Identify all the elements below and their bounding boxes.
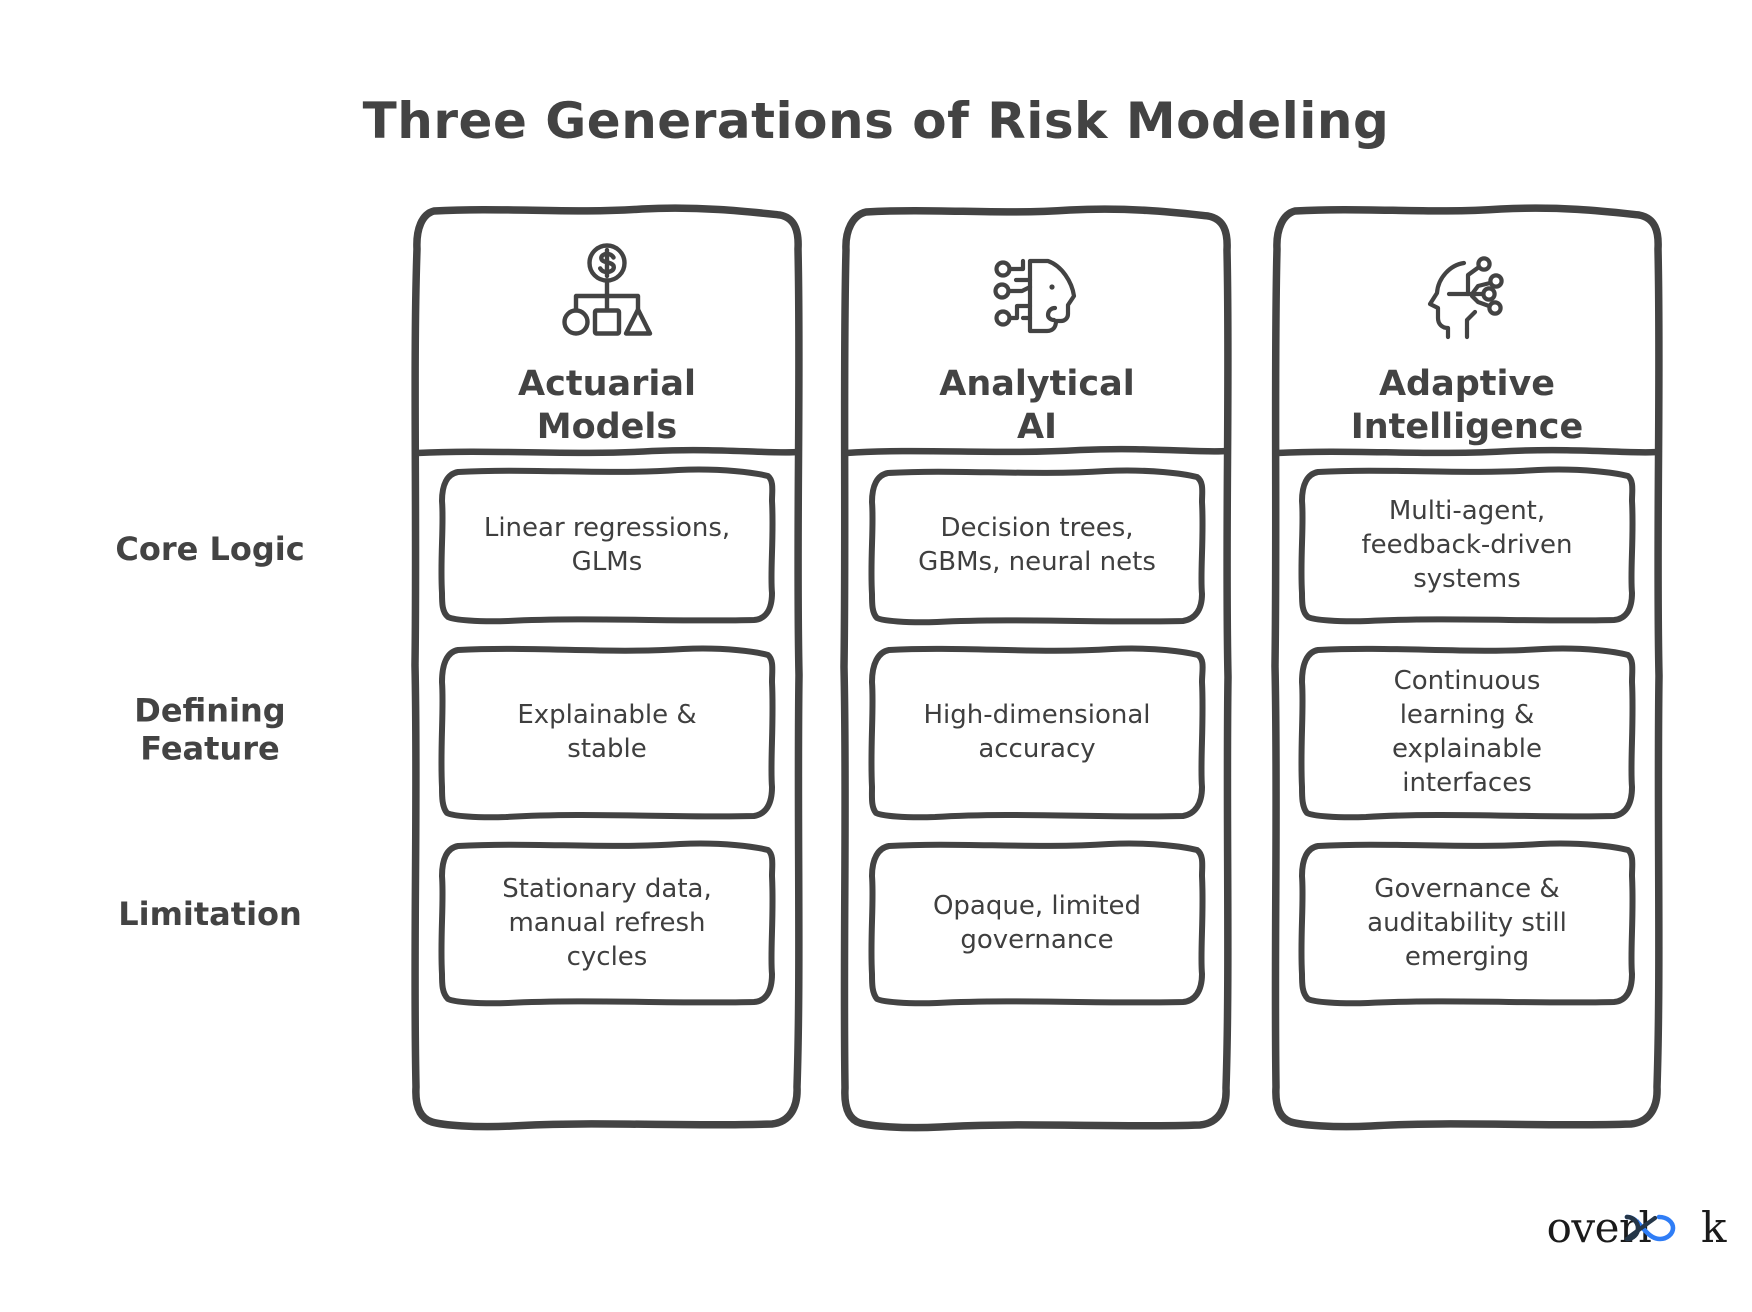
cell-analytical-limitation[interactable]: Opaque, limited governance [868,840,1206,1007]
cell-adaptive-limitation[interactable]: Governance & auditability still emerging [1298,840,1636,1007]
page-title: Three Generations of Risk Modeling [362,92,1390,150]
column-title: Adaptive Intelligence [1350,364,1584,447]
column-title: Analytical AI [939,364,1135,447]
column-header-adaptive-intelligence: Adaptive Intelligence [1272,205,1662,488]
column-header-analytical-ai: Analytical AI [842,205,1232,488]
row-label-defining-feature: Defining Feature [134,691,286,767]
comparison-matrix: Core Logic Defining Feature Limitation [0,204,1752,1155]
cell-text: Linear regressions, GLMs [483,513,731,577]
column-adaptive-intelligence[interactable]: Adaptive Intelligence Multi-agent, feedb… [1271,204,1663,1131]
cell-actuarial-core-logic[interactable]: Linear regressions, GLMs [438,466,776,625]
column-header-actuarial-models: Actuarial Models [412,205,802,488]
cell-text: Continuous learning & explainable interf… [1392,666,1542,798]
circuit-head-profile-icon [983,239,1091,347]
overlook-logo[interactable]: overlook [1536,1198,1727,1258]
cell-adaptive-defining-feature[interactable]: Continuous learning & explainable interf… [1298,645,1636,821]
cell-text: Multi-agent, feedback-driven systems [1361,496,1573,594]
logo-wordmark: overlook [1547,1207,1727,1249]
cell-text: Decision trees, GBMs, neural nets [918,513,1156,577]
logo-text-before: overl [1546,1203,1652,1252]
column-actuarial-models[interactable]: Actuarial Models Linear regressions, GLM… [411,204,803,1131]
cell-analytical-core-logic[interactable]: Decision trees, GBMs, neural nets [868,467,1206,626]
cell-text: Opaque, limited governance [932,891,1142,955]
cell-text: Explainable & stable [517,700,697,764]
logo-text-after: k [1701,1203,1726,1252]
head-neural-network-icon [1413,239,1521,347]
dollar-hierarchy-icon [553,239,661,347]
cell-text: Stationary data, manual refresh cycles [502,874,712,972]
cell-text: High-dimensional accuracy [923,700,1151,764]
cell-actuarial-defining-feature[interactable]: Explainable & stable [438,645,776,821]
row-label-core-logic: Core Logic [115,530,305,569]
cell-analytical-defining-feature[interactable]: High-dimensional accuracy [868,645,1206,821]
cell-adaptive-core-logic[interactable]: Multi-agent, feedback-driven systems [1298,466,1636,625]
row-label-limitation: Limitation [118,895,302,934]
cell-text: Governance & auditability still emerging [1367,874,1567,972]
cell-actuarial-limitation[interactable]: Stationary data, manual refresh cycles [438,840,776,1007]
infinity-loop-mark [1621,1213,1677,1243]
column-title: Actuarial Models [518,364,696,447]
column-analytical-ai[interactable]: Analytical AI Decision trees, GBMs, neur… [840,205,1232,1132]
